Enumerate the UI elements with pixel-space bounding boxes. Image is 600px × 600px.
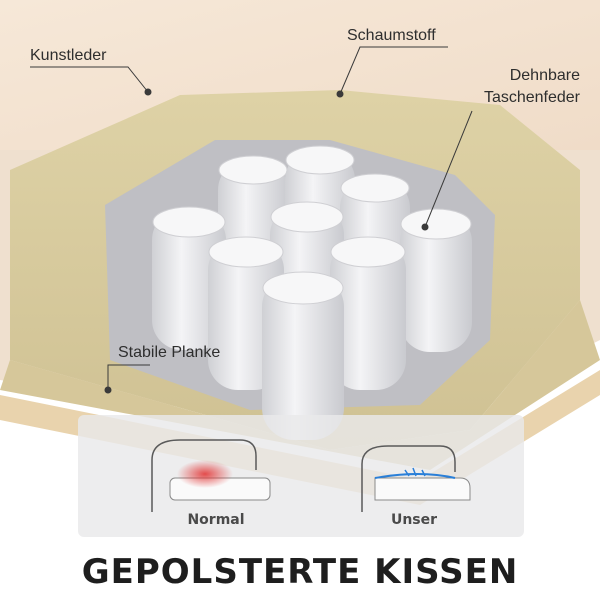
spring-coil: [330, 236, 406, 390]
label-spring-line1: Dehnbare: [509, 67, 580, 84]
pressure-heat-icon: [177, 460, 233, 488]
spring-coil: [152, 206, 226, 350]
normal-label: Normal: [187, 512, 245, 528]
callout-lines: [30, 46, 473, 394]
page-title: GEPOLSTERTE KISSEN: [81, 552, 519, 592]
ours-label: Unser: [390, 512, 438, 528]
our-cushion-diagram: [361, 445, 471, 512]
label-plank: Stabile Planke: [118, 344, 221, 361]
pocket-springs: [152, 145, 472, 440]
airflow-icon: [404, 467, 426, 477]
even-support-icon: [374, 473, 456, 479]
label-foam: Schaumstoff: [347, 27, 436, 44]
label-spring-line2: Taschenfeder: [483, 89, 580, 106]
label-leather: Kunstleder: [30, 47, 107, 64]
normal-cushion-diagram: [151, 439, 271, 512]
spring-coil: [400, 208, 472, 352]
spring-coil: [262, 271, 344, 440]
